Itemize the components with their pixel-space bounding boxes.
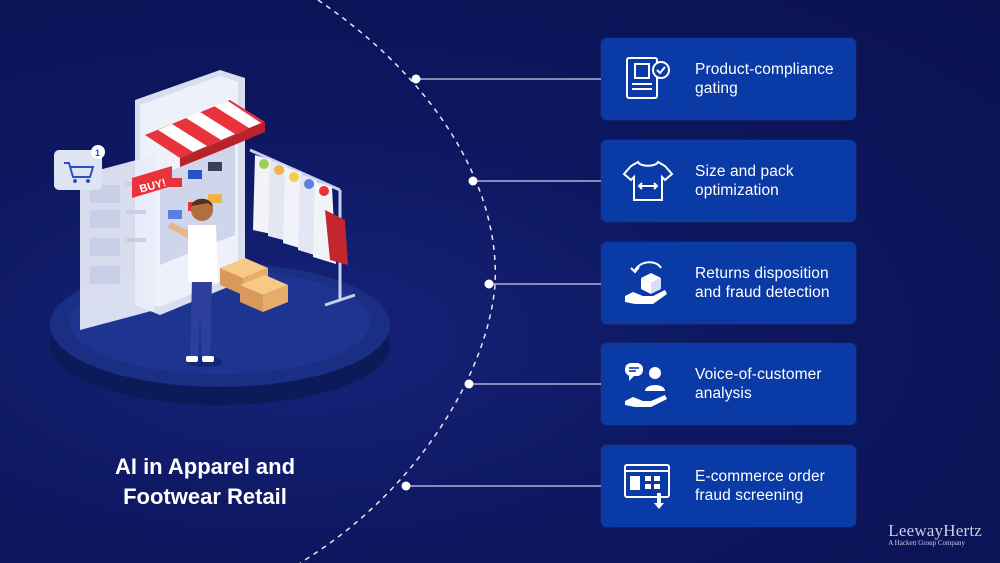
clothing-rack	[249, 148, 356, 307]
connector-5	[401, 481, 601, 491]
return-box-hand-icon	[625, 261, 667, 304]
connector-2	[468, 176, 601, 186]
card-label: Returns disposition and fraud detection	[695, 265, 830, 301]
card-label: Product-compliance gating	[695, 61, 834, 97]
card-size-pack: Size and pack optimization	[601, 140, 856, 222]
card-ecommerce-fraud: E-commerce order fraud screening	[601, 445, 856, 527]
shopper-person	[168, 198, 223, 367]
connector-3	[484, 279, 601, 289]
card-label: Voice-of-customer analysis	[695, 366, 822, 402]
cardboard-boxes	[220, 258, 288, 312]
connector-4	[464, 379, 601, 389]
brand-logo: LeewayHertz A Hackett Group Company	[888, 521, 982, 547]
brand-name: LeewayHertz	[888, 521, 982, 540]
customer-feedback-icon	[625, 363, 667, 407]
dashed-arc	[299, 0, 497, 563]
cart-bubble-icon: 1	[54, 145, 105, 190]
page-title: AI in Apparel and Footwear Retail	[60, 452, 350, 512]
tshirt-size-icon	[622, 160, 674, 201]
store-illustration: BUY! 1	[50, 70, 390, 405]
brand-subtitle: A Hackett Group Company	[888, 539, 966, 547]
card-label: Size and pack optimization	[695, 163, 794, 199]
title-line-1: AI in Apparel and	[114, 454, 296, 479]
title-line-2: Footwear Retail	[123, 484, 287, 509]
card-label: E-commerce order fraud screening	[695, 468, 825, 504]
connector-1	[411, 74, 601, 84]
card-product-compliance: Product-compliance gating	[601, 38, 856, 120]
card-voice-of-customer: Voice-of-customer analysis	[601, 343, 856, 425]
ecommerce-order-icon	[624, 464, 670, 509]
cart-badge: 1	[95, 148, 100, 158]
certificate-icon	[626, 57, 670, 99]
striped-awning	[145, 100, 265, 168]
product-web-panel	[80, 155, 155, 330]
card-returns: Returns disposition and fraud detection	[601, 242, 856, 324]
